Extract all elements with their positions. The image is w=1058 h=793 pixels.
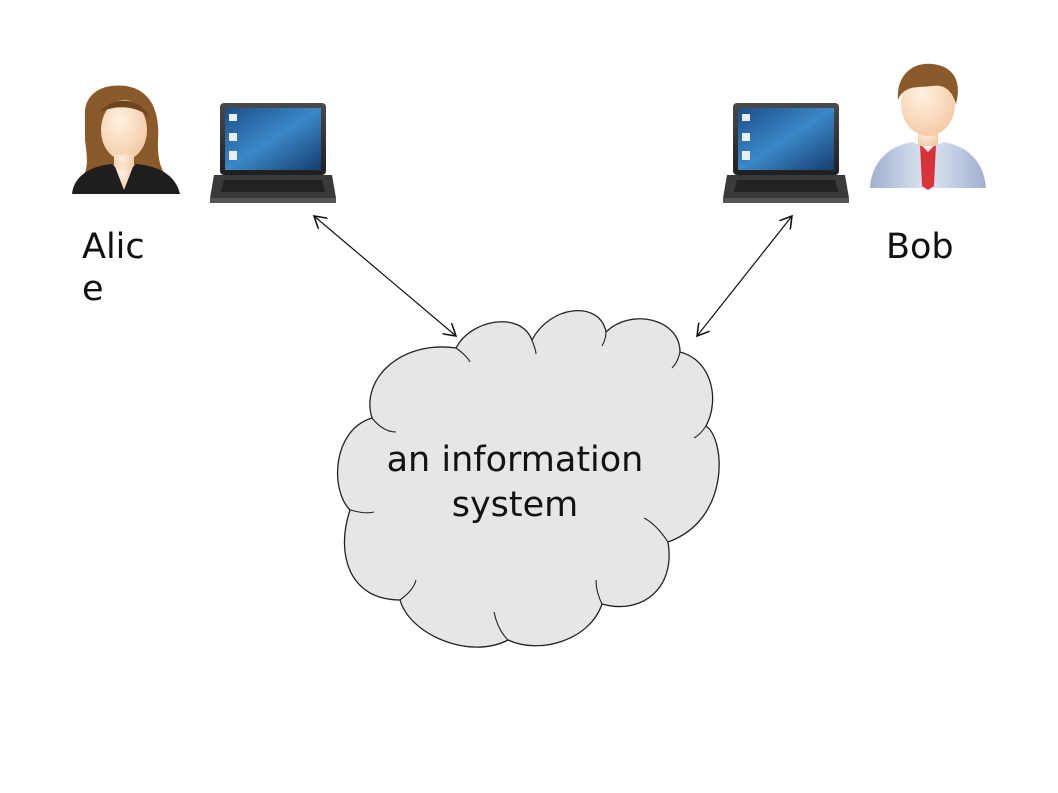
alice-cloud-arrow [314,216,456,336]
alice-avatar [72,85,180,194]
bob-label: Bob [886,227,954,267]
cloud-creases [349,331,707,641]
bob-laptop-icon [723,103,849,203]
bob-cloud-arrow [697,216,792,336]
alice-label: Alice [82,227,145,309]
alice-laptop-icon [210,103,336,203]
bob-avatar [870,63,986,190]
cloud-label: an information system [386,440,644,525]
information-system-cloud [336,310,720,648]
